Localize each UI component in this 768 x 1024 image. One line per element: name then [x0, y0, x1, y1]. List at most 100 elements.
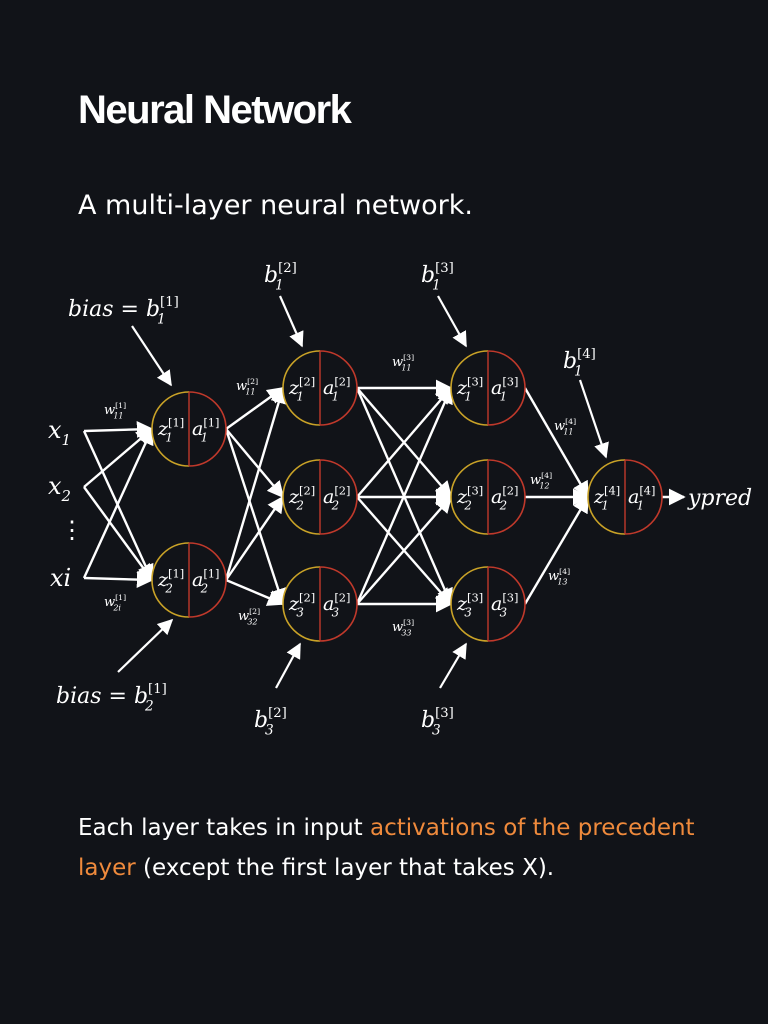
subtitle: A multi-layer neural network.: [78, 190, 473, 221]
edge-l1n1-l2n1: [225, 495, 284, 581]
svg-text:b[2]1: b[2]1: [264, 261, 297, 294]
caption-text-end: (except the first layer that takes X).: [135, 855, 555, 881]
bias-b1-1-arrow: [131, 325, 172, 387]
svg-text:w[4]11: w[4]11: [554, 417, 576, 436]
neuron-a-label: a[2]1: [323, 374, 350, 403]
neuron-a-half: [624, 459, 663, 535]
weight-w11-2-label: w[2]11: [236, 377, 258, 396]
edge-x3-l1n1: [83, 571, 154, 588]
svg-text:z[3]3: z[3]3: [456, 590, 483, 619]
edge-l1n1-l2n2: [225, 578, 285, 606]
edge-l1n0-l2n1: [225, 428, 285, 499]
neuron-a-label: a[1]2: [192, 566, 219, 595]
svg-text:a[2]2: a[2]2: [323, 483, 350, 512]
input-x1-label: x1: [48, 416, 71, 449]
neuron-z-label: z[4]1: [593, 483, 620, 512]
neuron-l2-3: [282, 566, 358, 642]
neuron-z-label: z[2]3: [288, 590, 315, 619]
svg-text:z[1]1: z[1]1: [157, 415, 184, 444]
neuron-z-half: [282, 459, 321, 535]
output-label: ypred: [687, 486, 752, 511]
svg-text:a[2]1: a[2]1: [323, 374, 350, 403]
svg-text:bias = b[1]2: bias = b[1]2: [56, 682, 167, 715]
svg-text:w[1]11: w[1]11: [104, 401, 126, 420]
svg-text:z[3]1: z[3]1: [456, 374, 483, 403]
edge-x3-l1n0: [82, 427, 154, 579]
bias-b1-1-label: bias = b[1]1: [68, 295, 179, 328]
svg-text:z[2]3: z[2]3: [288, 590, 315, 619]
neuron-a-label: a[2]2: [323, 483, 350, 512]
neuron-a-label: a[3]1: [491, 374, 518, 403]
svg-text:z[3]2: z[3]2: [456, 483, 483, 512]
svg-text:a[3]1: a[3]1: [491, 374, 518, 403]
neuron-z-label: z[3]3: [456, 590, 483, 619]
weight-w11-3-label: w[3]11: [392, 353, 414, 372]
bias-b1-3-label: b[3]1: [421, 261, 454, 294]
neuron-l3-1: [450, 350, 526, 426]
svg-text:b[4]1: b[4]1: [563, 347, 596, 380]
neuron-a-half: [487, 350, 526, 426]
weight-w11-1-label: w[1]11: [104, 401, 126, 420]
neuron-a-label: a[2]3: [323, 590, 350, 619]
weight-w2i-1-label: w[1]2i: [104, 593, 126, 612]
bias-b2-1-label: bias = b[1]2: [56, 682, 167, 715]
bias-b1-4-label: b[4]1: [563, 347, 596, 380]
input-ellipsis: ⋮: [60, 516, 84, 544]
caption: Each layer takes in input activations of…: [78, 808, 738, 888]
svg-text:x2: x2: [48, 472, 71, 505]
neuron-a-label: a[1]1: [192, 415, 219, 444]
svg-text:b[2]3: b[2]3: [254, 706, 287, 739]
neuron-z-label: z[2]2: [288, 483, 315, 512]
bias-b3-2-arrow: [275, 642, 301, 689]
bias-b1-2-arrow: [278, 295, 304, 348]
neuron-z-half: [282, 350, 321, 426]
svg-text:a[1]1: a[1]1: [192, 415, 219, 444]
neuron-l1-1: [151, 391, 227, 467]
svg-text:xi: xi: [50, 564, 71, 592]
svg-text:z[1]2: z[1]2: [157, 566, 184, 595]
label-group: z[1]1 a[1]1 z[1]2 a[1]2 z[2]1 a[2]1 z[2]2 a[2]2…: [48, 261, 752, 739]
neuron-z-half: [450, 350, 489, 426]
neuron-a-half: [319, 459, 358, 535]
edge-l3n0-l4n0: [523, 387, 590, 499]
svg-text:z[4]1: z[4]1: [593, 483, 620, 512]
node-group: [151, 350, 663, 642]
edge-x0-l1n0: [83, 421, 154, 438]
svg-text:a[3]3: a[3]3: [491, 590, 518, 619]
bias-b3-3-arrow: [439, 642, 467, 689]
neuron-a-label: a[4]1: [628, 483, 655, 512]
neuron-z-half: [450, 459, 489, 535]
svg-text:a[2]3: a[2]3: [323, 590, 350, 619]
neuron-z-label: z[1]1: [157, 415, 184, 444]
bias-b1-3-arrow: [437, 295, 467, 348]
bias-b3-3-label: b[3]3: [421, 706, 454, 739]
svg-text:w[2]11: w[2]11: [236, 377, 258, 396]
svg-text:ypred: ypred: [687, 486, 752, 511]
neuron-a-half: [319, 350, 358, 426]
neuron-a-half: [487, 566, 526, 642]
svg-text:z[2]1: z[2]1: [288, 374, 315, 403]
neuron-z-label: z[2]1: [288, 374, 315, 403]
svg-text:w[4]13: w[4]13: [548, 567, 570, 586]
svg-text:a[2]2: a[2]2: [491, 483, 518, 512]
edge-l1n0-l2n2: [224, 428, 287, 606]
neuron-z-half: [151, 391, 190, 467]
svg-text:w[1]2i: w[1]2i: [104, 593, 126, 612]
edge-x1-l1n1: [83, 486, 153, 582]
neuron-l4-1: [587, 459, 663, 535]
edge-l2n2-l3n0: [355, 386, 453, 605]
neuron-z-half: [282, 566, 321, 642]
caption-highlight: activations of the precedent layer: [78, 815, 695, 881]
neuron-z-half: [587, 459, 626, 535]
neuron-z-label: z[3]1: [456, 374, 483, 403]
neuron-l2-1: [282, 350, 358, 426]
svg-text:bias = b[1]1: bias = b[1]1: [68, 295, 179, 328]
svg-text:w[4]12: w[4]12: [530, 471, 552, 490]
svg-text:w[3]11: w[3]11: [392, 353, 414, 372]
input-x2-label: x2: [48, 472, 71, 505]
input-xi-label: xi: [50, 564, 71, 592]
page-title: Neural Network: [78, 88, 352, 132]
weight-w12-4-label: w[4]12: [530, 471, 552, 490]
